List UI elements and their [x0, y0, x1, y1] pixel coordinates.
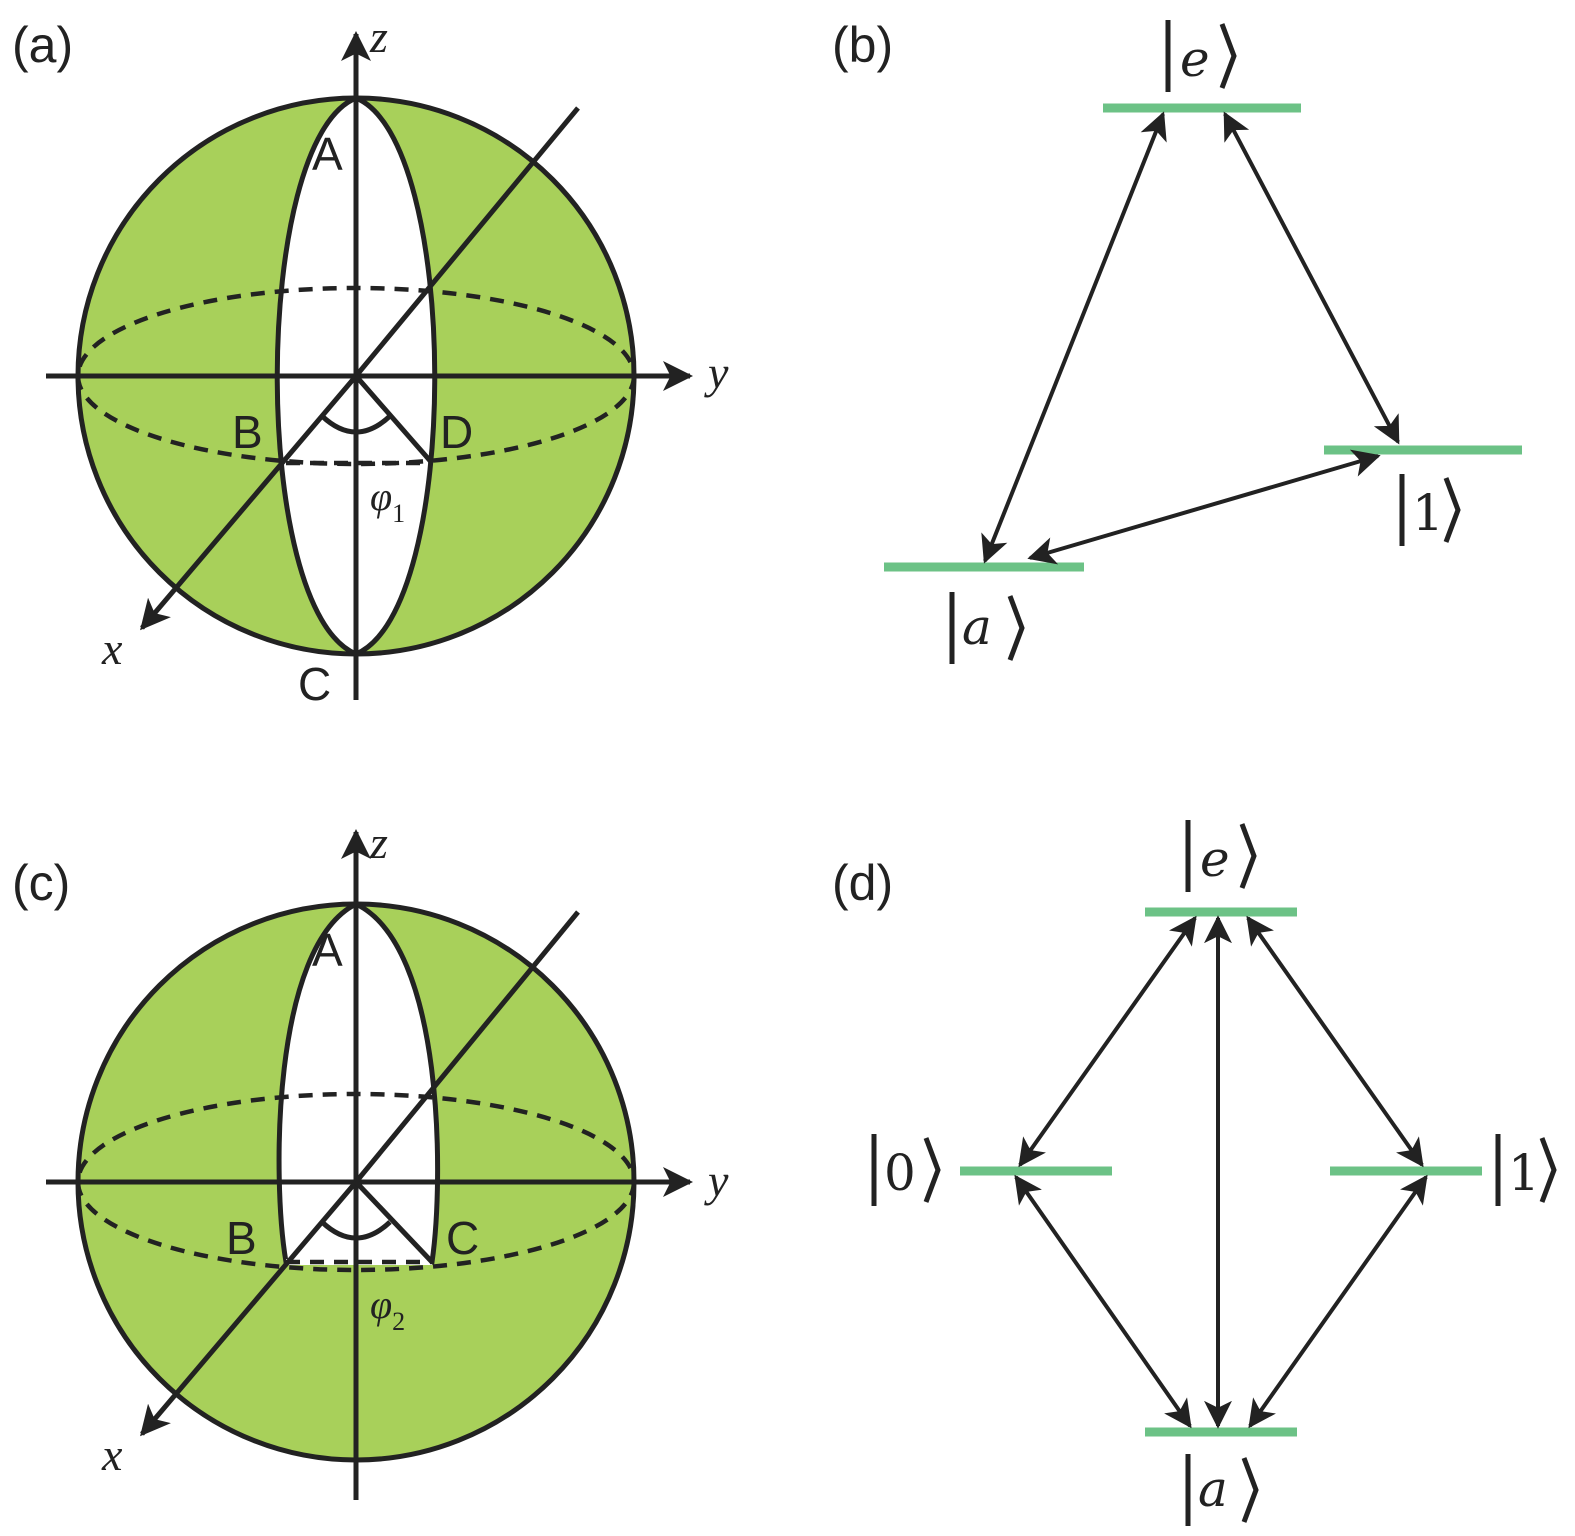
x-axis-back-c — [354, 910, 580, 1184]
x-axis-back-a — [354, 106, 580, 378]
svg-text:1: 1 — [1508, 1144, 1540, 1202]
ket-e-d: e — [1185, 820, 1257, 892]
angle-arc-c — [320, 1220, 392, 1241]
ket-1-d: 1 — [1495, 1134, 1557, 1206]
radius-c-c — [354, 1180, 434, 1264]
y-label-c: y — [704, 1155, 729, 1206]
panel-b: (b) e 1 a — [832, 17, 1522, 664]
x-label-a: x — [101, 623, 123, 674]
point-b-a: B — [232, 406, 263, 458]
svg-text:a: a — [1198, 1460, 1228, 1518]
svg-text:1: 1 — [1412, 484, 1444, 542]
x-label-c: x — [101, 1429, 123, 1480]
transition-0-e-d — [1018, 915, 1197, 1168]
angle-arc-a — [320, 414, 392, 435]
z-label-a: z — [369, 11, 388, 62]
point-d-a: D — [440, 406, 473, 458]
panel-a-label: (a) — [12, 17, 73, 73]
panel-b-label: (b) — [832, 17, 893, 73]
point-a-c: A — [312, 924, 343, 976]
transition-a-e-b — [981, 111, 1167, 564]
transition-e-1-b — [1223, 111, 1400, 445]
ket-a-d: a — [1185, 1454, 1259, 1526]
point-b-c: B — [226, 1212, 257, 1264]
z-label-c: z — [369, 817, 388, 868]
panel-d-label: (d) — [832, 855, 893, 911]
transition-a-1-b — [1027, 449, 1381, 565]
ket-1-b: 1 — [1399, 474, 1461, 546]
svg-text:e: e — [1200, 830, 1230, 888]
panel-c: (c) z y x A B C φ2 — [12, 817, 729, 1500]
point-a-a: A — [312, 128, 343, 180]
ket-e-b: e — [1165, 20, 1237, 92]
y-label-a: y — [704, 347, 729, 398]
angle-label-a: φ1 — [370, 474, 405, 528]
transition-0-a-d — [1014, 1174, 1192, 1429]
radius-d-a — [354, 374, 434, 465]
point-c-a: C — [298, 658, 331, 710]
svg-text:0: 0 — [884, 1144, 916, 1202]
svg-text:a: a — [962, 598, 992, 656]
point-c-c: C — [446, 1212, 479, 1264]
transition-1-a-d — [1248, 1174, 1428, 1429]
ket-0-d: 0 — [871, 1134, 941, 1206]
panel-a: (a) z y x A B D C φ1 — [12, 11, 729, 710]
x-axis-a — [140, 374, 358, 631]
transition-1-e-d — [1246, 915, 1424, 1168]
x-axis-c — [140, 1180, 358, 1437]
panel-d: (d) e 0 1 a — [832, 820, 1557, 1526]
svg-text:e: e — [1180, 30, 1210, 88]
panel-c-label: (c) — [12, 855, 70, 911]
angle-label-c: φ2 — [370, 1282, 405, 1336]
ket-a-b: a — [949, 592, 1025, 664]
